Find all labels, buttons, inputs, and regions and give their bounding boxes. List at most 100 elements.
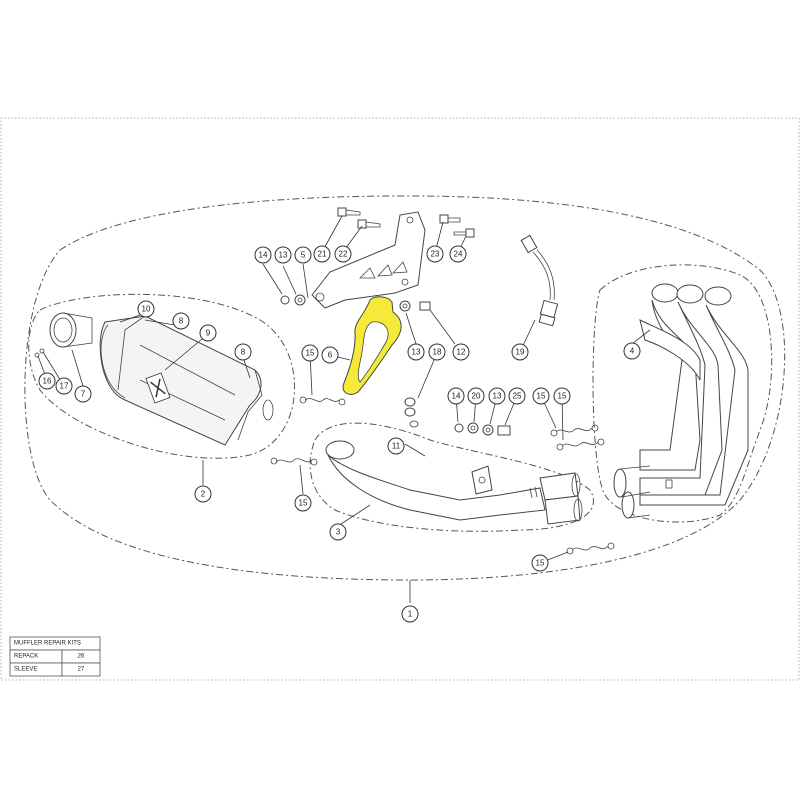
callout-number: 15 bbox=[306, 349, 315, 358]
callout-number: 8 bbox=[179, 317, 184, 326]
callout-circle bbox=[508, 387, 526, 405]
washer-14-right bbox=[454, 423, 464, 433]
callout-circle bbox=[194, 485, 212, 503]
callout-7: 7 bbox=[74, 385, 92, 403]
callout-number: 9 bbox=[206, 329, 211, 338]
link-pipe bbox=[325, 440, 583, 525]
callout-number: 16 bbox=[43, 377, 52, 386]
callout-16: 16 bbox=[38, 372, 56, 390]
callout-number: 24 bbox=[454, 250, 463, 259]
washer-20 bbox=[467, 422, 479, 434]
callout-circle bbox=[55, 377, 73, 395]
spring-15-d bbox=[556, 438, 605, 451]
callout-13: 13 bbox=[274, 246, 292, 264]
washer-13-left bbox=[294, 294, 306, 306]
repair-kits-table: MUFFLER REPAIR KITS REPACK 26 SLEEVE 27 bbox=[9, 636, 101, 677]
bolt-21 bbox=[337, 207, 361, 217]
callout-circle bbox=[532, 387, 550, 405]
callout-number: 12 bbox=[457, 348, 466, 357]
callout-25: 25 bbox=[508, 387, 526, 405]
callout-15: 15 bbox=[531, 554, 549, 572]
table-row-repack-code: 26 bbox=[78, 654, 85, 660]
callout-number: 23 bbox=[431, 250, 440, 259]
callout-number: 15 bbox=[537, 392, 546, 401]
callout-circle bbox=[387, 437, 405, 455]
callout-number: 15 bbox=[536, 559, 545, 568]
callout-17: 17 bbox=[55, 377, 73, 395]
callout-circle bbox=[531, 554, 549, 572]
callout-number: 7 bbox=[81, 390, 86, 399]
callout-1: 1 bbox=[401, 605, 419, 623]
callout-9: 9 bbox=[199, 324, 217, 342]
callout-number: 11 bbox=[392, 442, 401, 451]
callout-circle bbox=[329, 523, 347, 541]
callout-number: 21 bbox=[318, 250, 327, 259]
callout-circle bbox=[452, 343, 470, 361]
callout-number: 5 bbox=[301, 251, 306, 260]
callout-circle bbox=[553, 387, 571, 405]
callout-15: 15 bbox=[301, 344, 319, 362]
o2-sensor-19 bbox=[520, 234, 559, 327]
callout-20: 20 bbox=[467, 387, 485, 405]
callout-circle bbox=[449, 245, 467, 263]
bolt-25 bbox=[497, 425, 511, 436]
spring-15-e bbox=[566, 542, 615, 555]
callout-number: 14 bbox=[452, 392, 461, 401]
header-pipes bbox=[613, 283, 749, 519]
callout-circle bbox=[254, 246, 272, 264]
callout-4: 4 bbox=[623, 342, 641, 360]
bolt-22 bbox=[357, 219, 381, 229]
callout-circle bbox=[467, 387, 485, 405]
table-row-sleeve-code: 27 bbox=[78, 667, 85, 673]
callout-11: 11 bbox=[387, 437, 405, 455]
callout-13: 13 bbox=[488, 387, 506, 405]
assembly-outline bbox=[24, 195, 786, 581]
callout-circle bbox=[407, 343, 425, 361]
table-title: MUFFLER REPAIR KITS bbox=[14, 641, 81, 647]
callout-8: 8 bbox=[172, 312, 190, 330]
callout-13: 13 bbox=[407, 343, 425, 361]
callout-10: 10 bbox=[137, 300, 155, 318]
table-row-repack-name: REPACK bbox=[14, 654, 38, 660]
callout-number: 4 bbox=[630, 347, 635, 356]
callout-number: 1 bbox=[408, 610, 413, 619]
washer-13-right bbox=[482, 424, 494, 436]
callout-circle bbox=[172, 312, 190, 330]
callout-number: 10 bbox=[142, 305, 151, 314]
callout-6: 6 bbox=[321, 346, 339, 364]
callout-number: 25 bbox=[513, 392, 522, 401]
callout-circle bbox=[313, 245, 331, 263]
callout-number: 17 bbox=[60, 382, 69, 391]
callout-number: 13 bbox=[493, 392, 502, 401]
header-outline bbox=[592, 264, 773, 523]
muffler bbox=[49, 312, 274, 446]
spring-15-a bbox=[299, 396, 346, 406]
callout-8: 8 bbox=[234, 343, 252, 361]
callout-number: 2 bbox=[201, 490, 206, 499]
link-pipe-outline bbox=[309, 422, 594, 532]
callout-19: 19 bbox=[511, 343, 529, 361]
callout-3: 3 bbox=[329, 523, 347, 541]
grommet-18 bbox=[404, 397, 419, 428]
screws-16-17 bbox=[34, 348, 45, 358]
callout-circle bbox=[234, 343, 252, 361]
callout-circle bbox=[294, 494, 312, 512]
muffler-strap-highlighted bbox=[342, 296, 402, 395]
muffler-tip-inner bbox=[53, 317, 73, 343]
callout-circle bbox=[74, 385, 92, 403]
callout-15: 15 bbox=[553, 387, 571, 405]
callout-number: 15 bbox=[299, 499, 308, 508]
bolt-24 bbox=[453, 228, 475, 238]
callout-number: 15 bbox=[558, 392, 567, 401]
hanger-bracket bbox=[311, 211, 426, 309]
callout-15: 15 bbox=[532, 387, 550, 405]
callout-circle bbox=[38, 372, 56, 390]
callout-circle bbox=[401, 605, 419, 623]
callout-number: 13 bbox=[412, 348, 421, 357]
callout-15: 15 bbox=[294, 494, 312, 512]
muffler-outline bbox=[28, 293, 296, 459]
callout-circle bbox=[488, 387, 506, 405]
callout-number: 22 bbox=[339, 250, 348, 259]
